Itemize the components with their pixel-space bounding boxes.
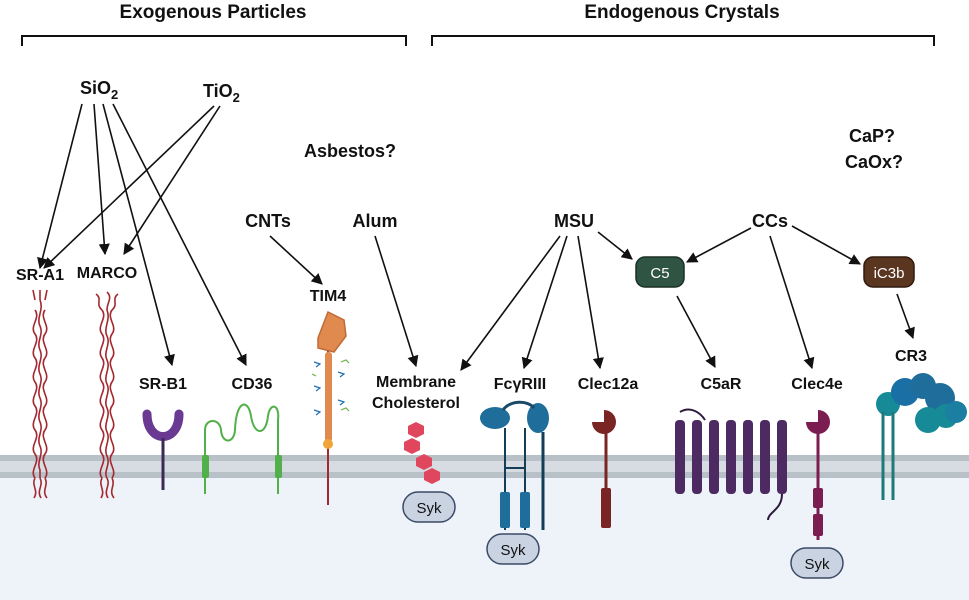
arrow-msu-membrane [460,235,561,371]
svg-text:C5: C5 [650,265,669,282]
c5ar-label: C5aR [701,376,742,393]
arrows [37,103,915,371]
cnts-label: CNTs [245,211,291,231]
caox-label: CaOx? [845,152,903,172]
clec4e-label: Clec4e [791,376,843,393]
cytoplasm [0,478,969,600]
srb1-receptor [142,409,184,490]
arrow-sio2-cd36 [112,103,247,366]
arrow-sio2-marco [93,103,110,256]
msu-label: MSU [554,211,594,231]
cr3-label: CR3 [895,348,927,365]
asbestos-label: Asbestos? [304,141,396,161]
arrow-msu-clec12a [577,235,604,370]
cell-membrane [0,455,969,478]
sio2-label: SiO2 [80,78,118,102]
marco-receptor [95,291,119,499]
srb1-label: SR-B1 [139,376,187,393]
svg-text:Syk: Syk [804,556,830,573]
arrow-msu-c5 [597,231,633,260]
svg-text:iC3b: iC3b [874,265,905,282]
tim4-label: TIM4 [310,288,347,305]
tim4-receptor [311,310,350,505]
arrow-tio2-marco [123,105,221,255]
arrow-sio2-sra1 [37,103,83,270]
arrow-ccs-c5 [686,227,752,263]
extracellular-space [0,0,969,455]
marco-label: MARCO [77,265,137,282]
cd36-label: CD36 [232,376,273,393]
c5-pill: C5 [635,256,685,288]
arrow-ccs-clec4e [769,235,815,370]
clec12a-receptor [592,410,616,528]
cholesterol-label: Cholesterol [372,395,460,412]
arrow-c5-c5ar [676,295,716,368]
c5ar-receptor [675,408,787,521]
syk-pill-cholesterol: Syk [402,491,456,523]
clec12a-label: Clec12a [578,376,639,393]
clec4e-receptor [806,410,830,540]
cap-label: CaP? [849,126,895,146]
cr3-receptor [876,373,967,500]
arrow-ic3b-cr3 [896,293,915,340]
arrow-ccs-ic3b [791,225,861,265]
cd36-receptor [202,403,282,494]
fcgr3-receptor [480,400,549,530]
syk-pill-fcgr3: Syk [486,533,540,565]
arrow-cnts-tim4 [269,235,323,285]
arrow-tio2-sra1 [43,105,215,269]
syk-pill-clec4e: Syk [790,547,844,579]
exogenous-header: Exogenous Particles [120,2,307,23]
svg-text:Syk: Syk [500,542,526,559]
alum-label: Alum [353,211,398,231]
cholesterol-hexagons [404,422,440,484]
ccs-label: CCs [752,211,788,231]
arrow-alum-membrane [374,235,419,368]
tio2-label: TiO2 [203,81,240,105]
endogenous-bracket [431,35,935,46]
sra1-receptor [32,289,48,499]
svg-text:Syk: Syk [416,500,442,517]
sra1-label: SR-A1 [16,267,64,284]
arrow-msu-fcgr3 [521,235,568,370]
endogenous-header: Endogenous Crystals [584,2,779,23]
membrane-label: Membrane [376,374,456,391]
exogenous-bracket [21,35,407,46]
fcgr3-label: FcγRIII [494,376,546,393]
ic3b-pill: iC3b [863,256,915,288]
